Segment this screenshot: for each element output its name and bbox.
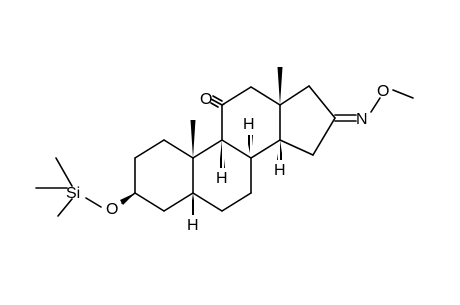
bond — [221, 192, 252, 212]
bond — [221, 139, 252, 159]
bond — [279, 139, 314, 156]
bond — [57, 198, 73, 217]
double-bonds — [210, 95, 357, 122]
hash-h5 — [190, 193, 196, 215]
ether-wedge-c3 — [120, 193, 135, 205]
bond — [250, 139, 281, 159]
h8-label: H — [243, 116, 255, 133]
h14-label: H — [274, 162, 286, 179]
atom-labels: O N O O Si — [66, 83, 389, 218]
bond — [308, 85, 336, 119]
hash-h8 — [246, 135, 253, 158]
bond — [55, 157, 73, 187]
bond — [370, 97, 381, 113]
bond — [134, 192, 165, 212]
ketone-oxygen-label: O — [200, 91, 212, 108]
bond — [192, 139, 223, 159]
bond — [163, 139, 194, 159]
hash-h14 — [277, 140, 283, 160]
ketone-double-bond — [210, 98, 223, 106]
wedge-bonds — [120, 67, 283, 205]
oxime-oxygen-label: O — [377, 83, 389, 100]
bond — [221, 86, 252, 106]
oxime-nitrogen-label: N — [356, 111, 368, 128]
stereo-hydrogen-labels: H H H H — [187, 116, 286, 234]
bond — [392, 89, 414, 99]
ketone-double-bond — [221, 103, 225, 106]
bond — [85, 197, 102, 208]
bond — [192, 192, 223, 212]
silicon-label: Si — [66, 185, 80, 202]
bond — [312, 117, 336, 156]
h5-label: H — [187, 217, 199, 234]
bond — [163, 192, 194, 212]
hashed-bonds — [190, 135, 283, 215]
ketone-double-bond-a — [210, 102, 219, 108]
bond — [134, 139, 165, 159]
bond — [250, 86, 281, 106]
hash-h9 — [219, 140, 225, 168]
bond-skeleton — [35, 85, 414, 217]
methyl-wedge-c10 — [190, 120, 196, 158]
ketone-double-bond-b — [212, 95, 223, 102]
h9-label: H — [216, 170, 228, 187]
ether-oxygen-label: O — [106, 201, 118, 218]
methyl-wedge-c13 — [277, 67, 283, 105]
bond — [279, 85, 310, 106]
